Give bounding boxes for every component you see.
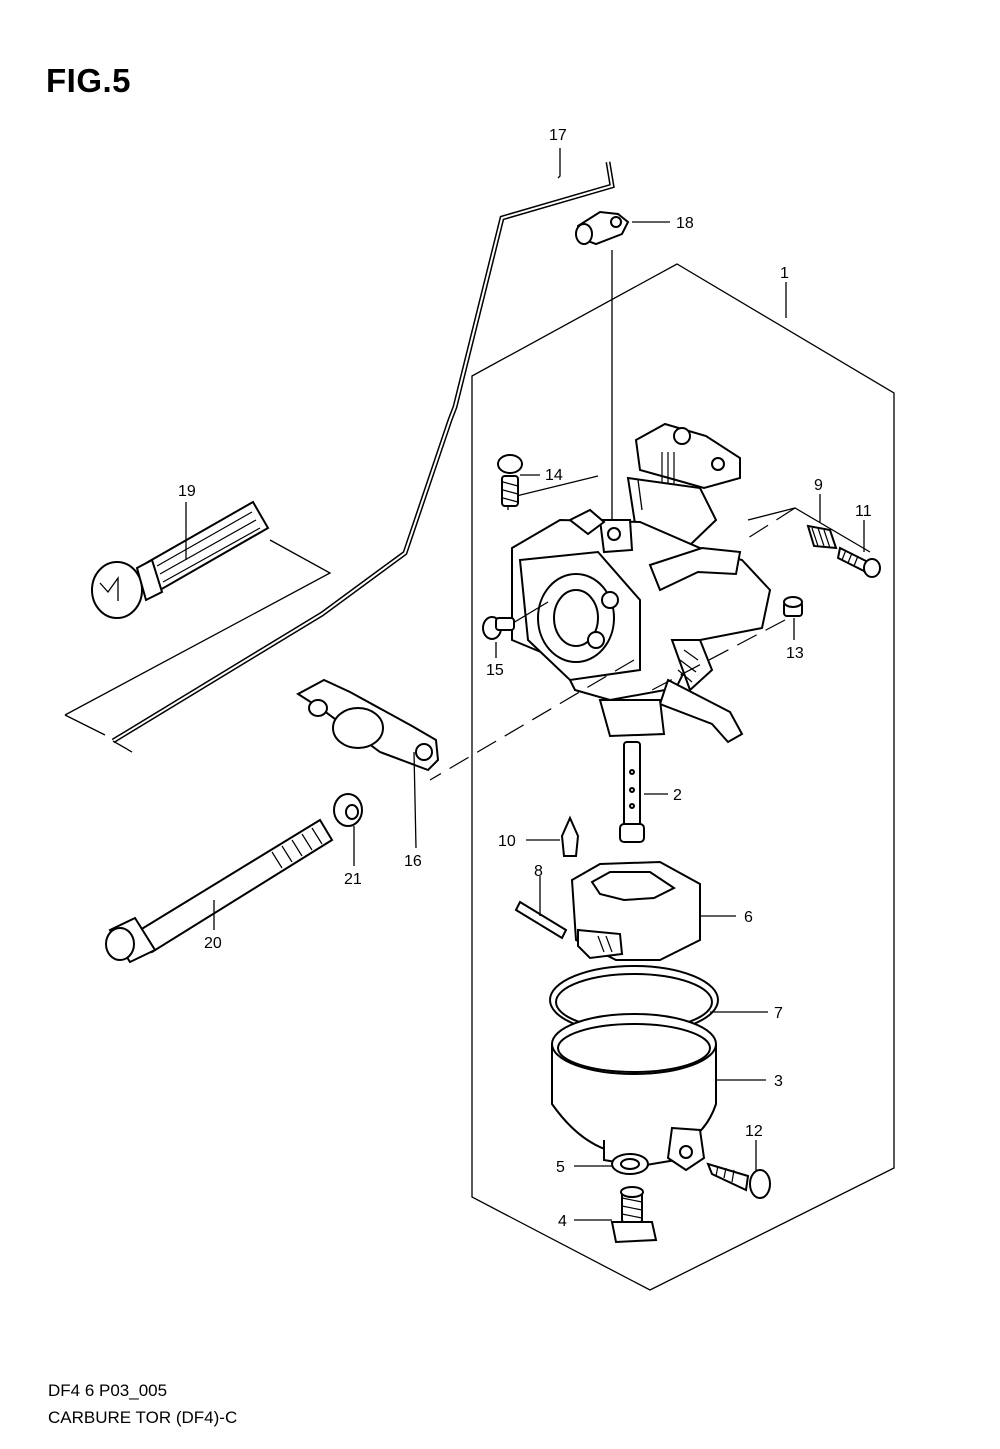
- part-label-20: 20: [204, 935, 222, 952]
- carburetor-body: [511, 422, 772, 744]
- idle-screw: [836, 546, 881, 578]
- part-label-1: 1: [780, 265, 789, 282]
- part-label-21: 21: [344, 871, 362, 888]
- part-label-14: 14: [545, 467, 563, 484]
- main-jet: [619, 741, 645, 843]
- float: [570, 860, 701, 961]
- bowl-screw: [706, 1162, 771, 1199]
- part-label-9: 9: [814, 477, 823, 494]
- part-label-3: 3: [774, 1073, 783, 1090]
- part-label-7: 7: [774, 1005, 783, 1022]
- choke-knob: [91, 500, 270, 619]
- part-label-11: 11: [855, 503, 872, 520]
- part-label-18: 18: [676, 215, 694, 232]
- throttle-stop-screw: [482, 616, 515, 640]
- choke-rod: [111, 161, 615, 753]
- part-label-16: 16: [404, 853, 422, 870]
- part-label-4: 4: [558, 1213, 567, 1230]
- part-label-8: 8: [534, 863, 543, 880]
- float-needle: [560, 815, 580, 857]
- part-label-15: 15: [486, 662, 504, 679]
- part-label-2: 2: [673, 787, 682, 804]
- part-label-12: 12: [745, 1123, 763, 1140]
- leader-lines: [185, 148, 865, 1221]
- float-pin: [514, 900, 568, 940]
- plug: [783, 596, 803, 617]
- assembly-outline: [471, 263, 895, 1291]
- figure-code: DF4 6 P03_005: [48, 1381, 168, 1400]
- part-label-17: 17: [549, 127, 567, 144]
- drain-washer: [611, 1153, 649, 1175]
- part-label-13: 13: [786, 645, 804, 662]
- part-label-5: 5: [556, 1159, 565, 1176]
- float-bowl: [551, 1013, 717, 1172]
- part-label-10: 10: [498, 833, 516, 850]
- mounting-bolt: [105, 818, 334, 964]
- washer: [333, 793, 363, 827]
- choke-knob-plane: [64, 539, 332, 716]
- pilot-screw: [497, 454, 523, 507]
- gasket: [296, 678, 440, 772]
- drain-plug: [610, 1186, 658, 1244]
- figure-title: FIG.5: [46, 62, 132, 99]
- part-label-19: 19: [178, 483, 196, 500]
- bowl-gasket: [549, 965, 719, 1035]
- idle-spring: [806, 524, 838, 550]
- choke-clip: [575, 210, 630, 246]
- part-label-6: 6: [744, 909, 753, 926]
- figure-name: CARBURE TOR (DF4)-C: [48, 1408, 238, 1427]
